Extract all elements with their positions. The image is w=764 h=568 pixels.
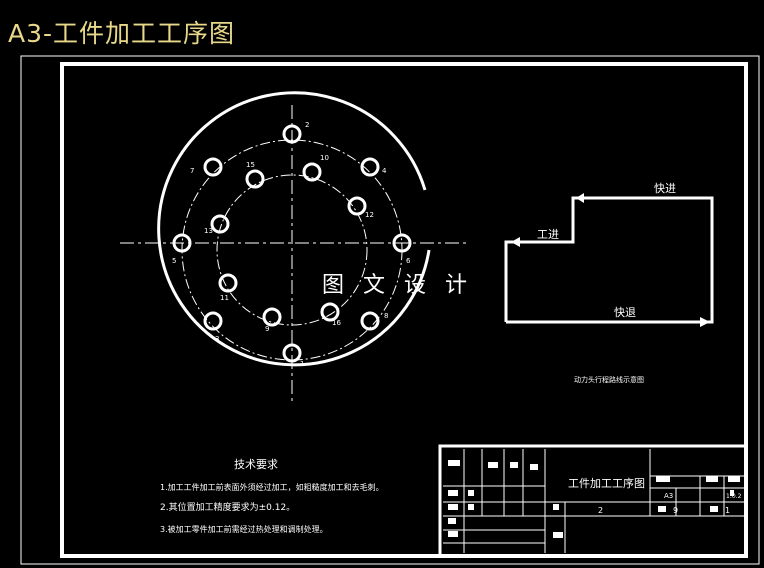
illegible-glyph: [706, 476, 718, 482]
hole-label: 10: [320, 154, 329, 162]
illegible-glyph: [730, 490, 734, 496]
title-block-sheet-number: 1: [725, 506, 730, 515]
title-block-drawing-name: 工件加工工序图: [568, 476, 645, 490]
hole-label: 4: [382, 167, 387, 175]
path-diagram: 快进 工进 快退 动力头行程路线示意图: [504, 182, 714, 384]
hole-1: [282, 343, 302, 363]
label-fast-back: 快退: [614, 306, 636, 319]
watermark-text: 图 文 设 计: [322, 273, 473, 298]
illegible-glyph: [658, 506, 666, 512]
hole-label: 5: [172, 257, 176, 265]
inner-frame: [60, 62, 748, 558]
hole-6: [392, 233, 412, 253]
hole-label-group: 2 10 4 15 7 12 13 5 6 11 3 9 16 8 1: [172, 121, 411, 368]
title-block-quantity: 2: [598, 506, 603, 515]
hole-label: 16: [332, 319, 341, 327]
illegible-glyph: [510, 462, 518, 468]
hole-label: 3: [215, 335, 219, 343]
hole-label: 9: [265, 325, 269, 333]
illegible-glyph: [728, 476, 740, 482]
illegible-glyph: [530, 464, 538, 470]
hole-3: [203, 311, 223, 331]
hole-label: 6: [406, 257, 411, 265]
illegible-glyph: [553, 504, 559, 510]
hole-label: 13: [204, 227, 213, 235]
outer-frame: [20, 55, 760, 565]
illegible-glyph: [656, 476, 670, 482]
hole-9: [262, 307, 282, 327]
hole-label: 12: [365, 211, 374, 219]
hole-label: 11: [220, 294, 229, 302]
hole-label: 1: [300, 360, 304, 368]
illegible-glyph: [710, 506, 718, 512]
arrow-fast-back: [700, 317, 710, 327]
hole-11: [218, 273, 238, 293]
title-block-paper-size: A3: [664, 492, 673, 500]
hole-label: 2: [305, 121, 309, 129]
tech-req-item-3: 3.被加工零件加工前需经过热处理和调制处理。: [160, 524, 328, 534]
illegible-glyph: [468, 504, 474, 510]
hole-16: [320, 302, 340, 322]
hole-5: [172, 233, 192, 253]
hole-12: [347, 196, 367, 216]
title-block-frame: [438, 444, 748, 558]
hole-7: [203, 157, 223, 177]
arrow-fast-in: [576, 193, 584, 203]
title-block-scale: 1:0.2: [726, 493, 742, 500]
arrow-work-feed: [511, 237, 520, 247]
flange-outer-circle: [157, 91, 431, 367]
hole-15: [245, 169, 265, 189]
title-block-sheet-count: 9: [673, 506, 678, 515]
title-block: 工件加工工序图 A3 1:0.2 2 9 1: [438, 444, 748, 558]
illegible-glyph: [448, 460, 460, 466]
tech-req-item-1: 1.加工工件加工前表面外须经过加工，如粗糙度加工和去毛刺。: [160, 482, 384, 492]
part-drawing: 2 10 4 15 7 12 13 5 6 11 3 9 16 8 1: [120, 91, 468, 405]
illegible-glyph: [448, 518, 456, 524]
tech-req-item-2: 2.其位置加工精度要求为±0.12。: [160, 501, 295, 513]
label-work-feed: 工进: [537, 228, 559, 241]
illegible-glyph: [553, 532, 563, 538]
hole-2: [282, 124, 302, 144]
illegible-glyph: [448, 504, 458, 510]
illegible-glyph: [468, 490, 474, 496]
path-polyline: [504, 196, 714, 324]
path-caption: 动力头行程路线示意图: [574, 375, 644, 384]
technical-requirements: 技术要求 1.加工工件加工前表面外须经过加工，如粗糙度加工和去毛刺。 2.其位置…: [160, 458, 384, 534]
illegible-glyph: [448, 531, 458, 537]
title-block-blob-text: [448, 460, 740, 538]
hole-label: 8: [384, 312, 388, 320]
illegible-glyph: [448, 490, 458, 496]
hole-label: 7: [190, 167, 194, 175]
tech-req-heading: 技术要求: [234, 458, 278, 471]
page-title: A3-工件加工工序图: [8, 19, 236, 48]
hole-13: [210, 214, 230, 234]
hole-4: [360, 157, 380, 177]
hole-8: [360, 311, 380, 331]
hole-group: [172, 124, 412, 363]
label-fast-in: 快进: [654, 182, 676, 195]
illegible-glyph: [488, 462, 498, 468]
hole-10: [302, 162, 322, 182]
hole-label: 15: [246, 161, 255, 169]
